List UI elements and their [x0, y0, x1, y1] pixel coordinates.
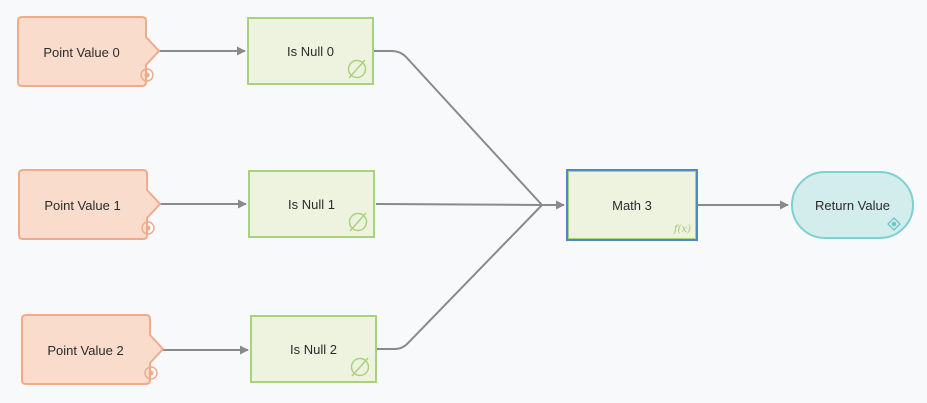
node-label: Is Null 2 [290, 341, 337, 357]
node-label: Point Value 2 [47, 342, 124, 358]
node-point-value-2[interactable]: Point Value 2 [21, 314, 165, 386]
node-math-3[interactable]: Math 3 f(x) [566, 169, 698, 241]
target-icon [144, 366, 158, 380]
node-is-null-1[interactable]: Is Null 1 [248, 170, 375, 238]
connector-isnull1-math3[interactable] [375, 203, 543, 206]
input-node-shape [18, 169, 162, 240]
null-icon [347, 59, 367, 79]
node-label: Is Null 1 [288, 196, 335, 212]
connector-isnull0-math3[interactable] [374, 50, 543, 206]
function-icon: f(x) [673, 224, 691, 235]
node-is-null-2[interactable]: Is Null 2 [250, 315, 377, 383]
node-point-value-0[interactable]: Point Value 0 [17, 16, 161, 88]
node-label: Return Value [815, 197, 890, 213]
node-label: Point Value 0 [43, 44, 120, 60]
connector-isnull2-math3[interactable] [377, 204, 543, 350]
node-return-value[interactable]: Return Value [791, 171, 914, 239]
node-point-value-1[interactable]: Point Value 1 [18, 169, 162, 241]
input-node-shape [21, 314, 165, 385]
node-is-null-0[interactable]: Is Null 0 [247, 17, 374, 85]
node-label: Math 3 [612, 197, 652, 213]
return-icon [887, 217, 901, 231]
node-label: Is Null 0 [287, 43, 334, 59]
input-node-shape [17, 16, 161, 87]
target-icon [141, 221, 155, 235]
null-icon [348, 212, 368, 232]
null-icon [350, 357, 370, 377]
node-label: Point Value 1 [44, 197, 121, 213]
target-icon [140, 68, 154, 82]
